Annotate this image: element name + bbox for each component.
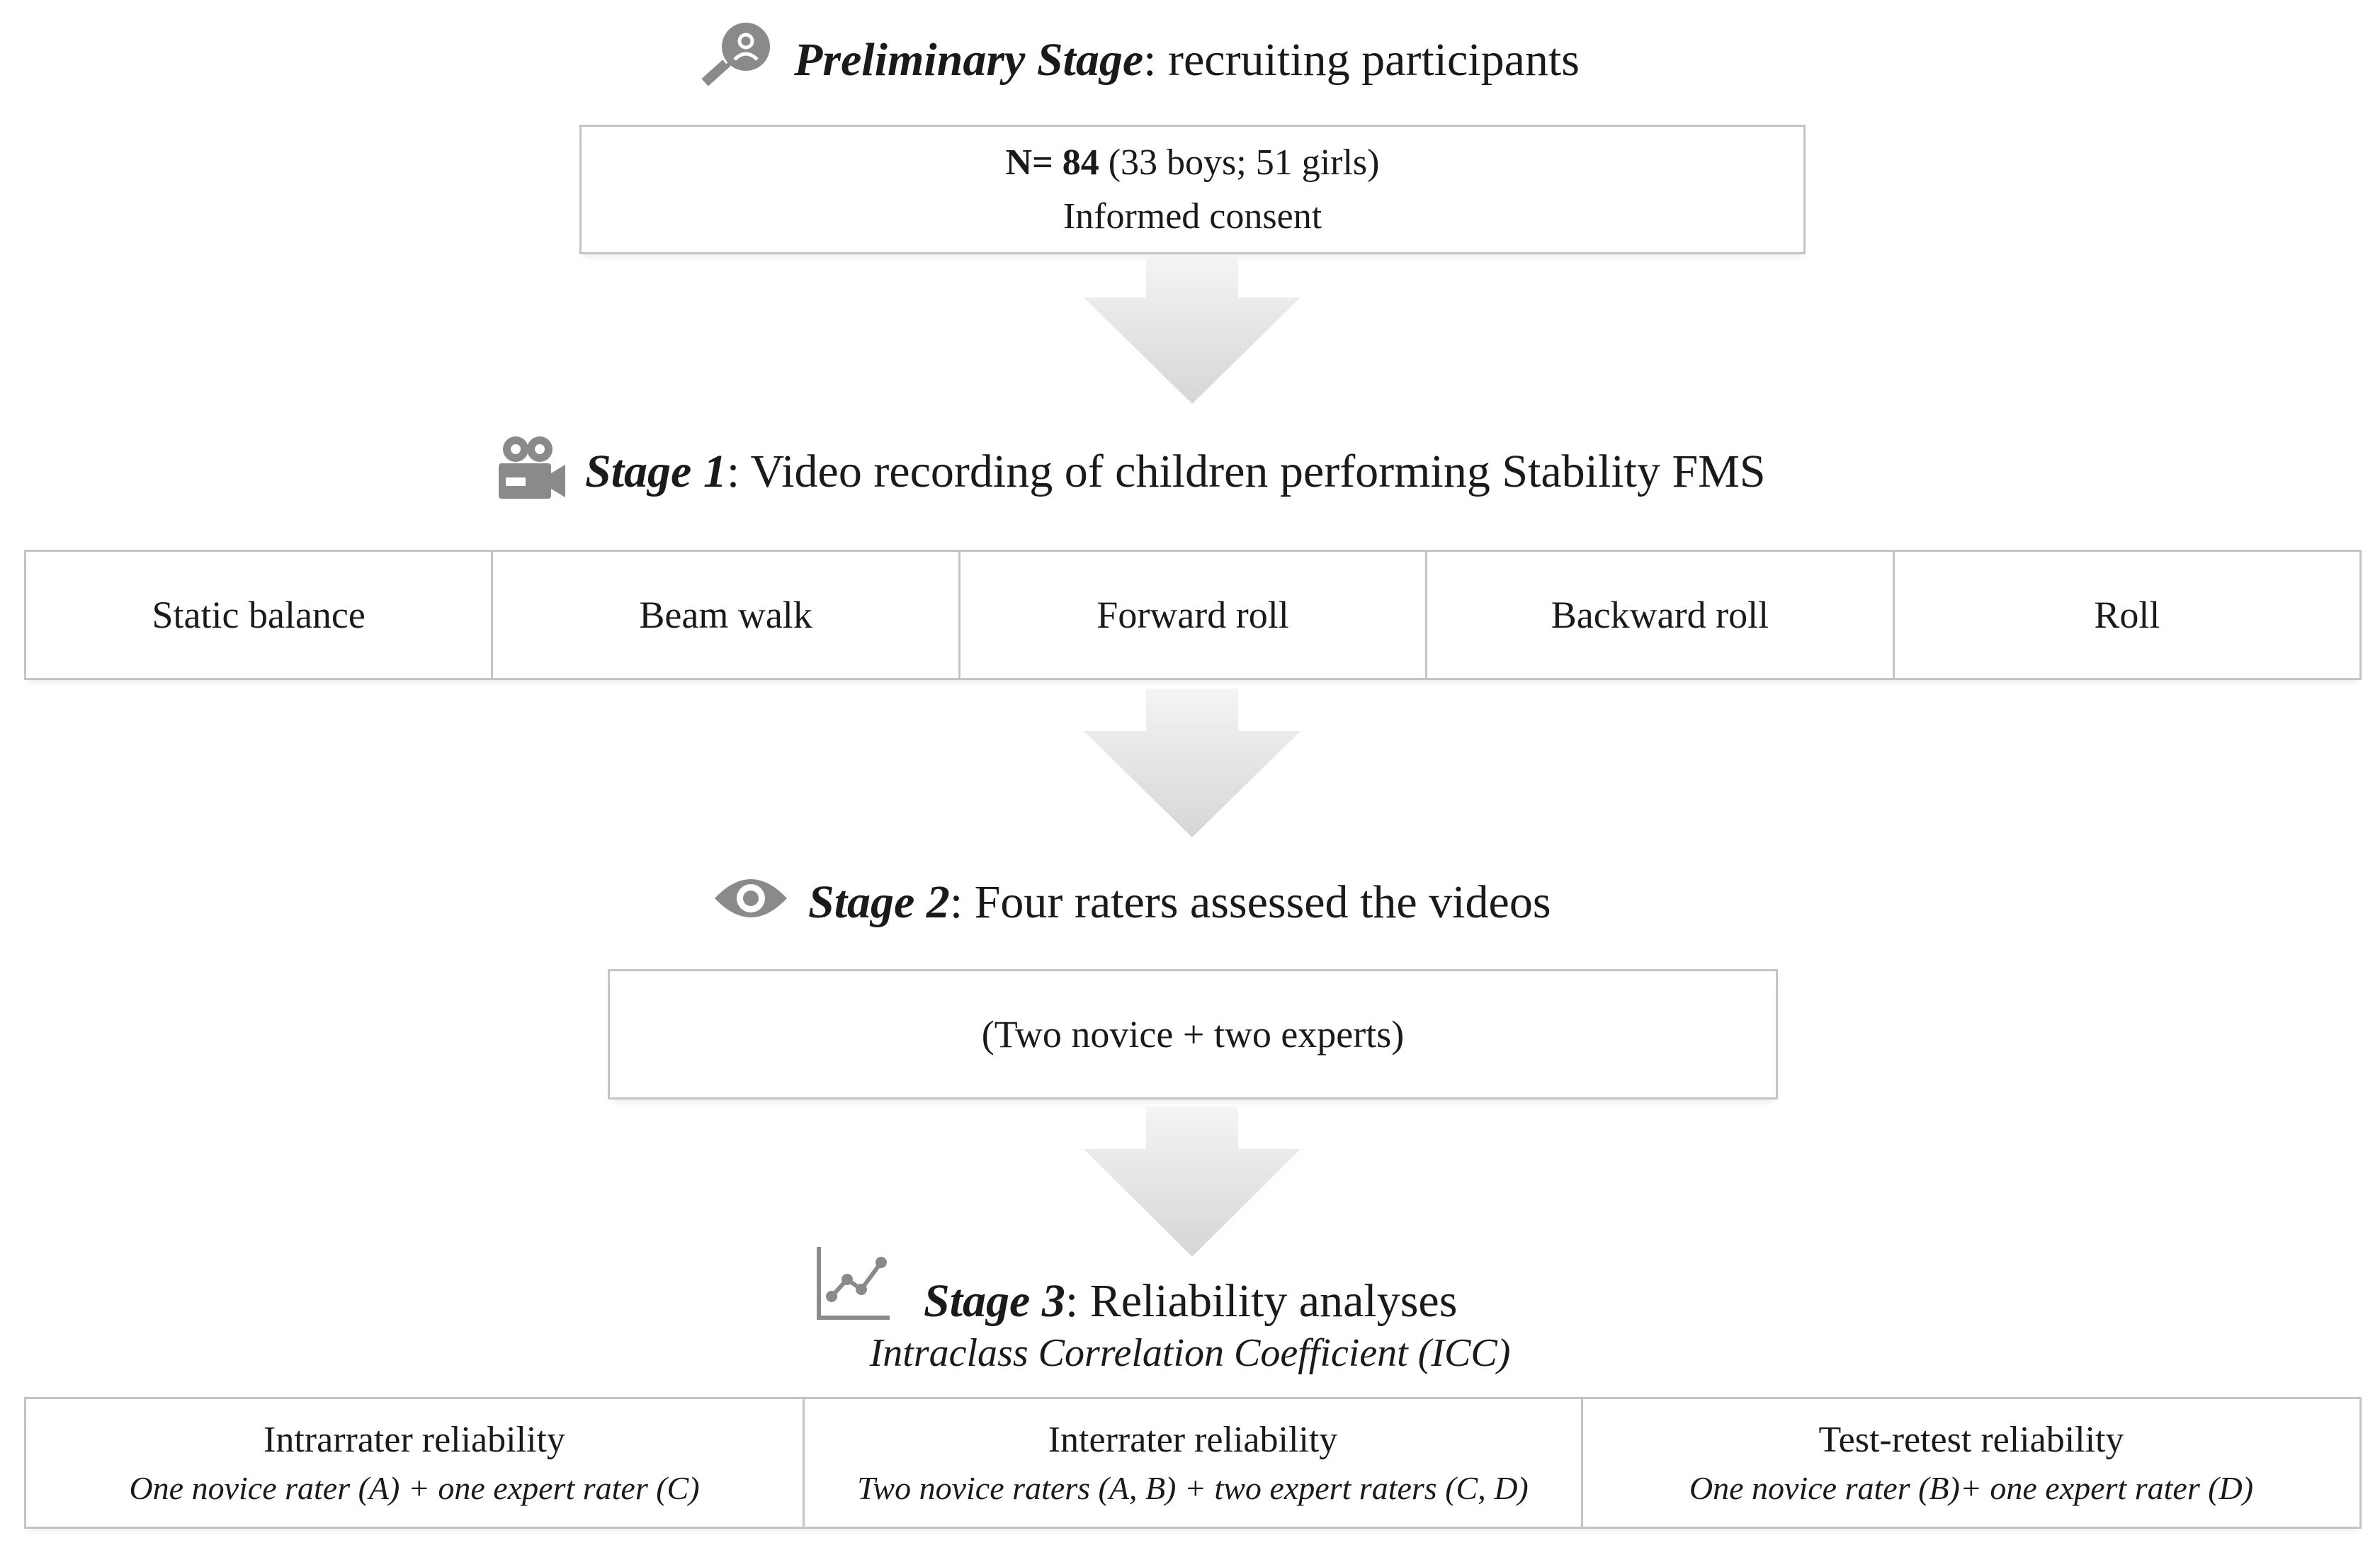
stage3-text: : Reliability analyses	[1065, 1275, 1458, 1327]
line-chart-icon	[815, 1244, 892, 1330]
participants-breakdown: (33 boys; 51 girls)	[1099, 142, 1380, 183]
preliminary-stage-title: Preliminary Stage	[794, 33, 1144, 86]
preliminary-stage-heading: Preliminary Stage: recruiting participan…	[698, 18, 1580, 101]
search-person-icon	[698, 18, 776, 101]
flow-arrow-1	[1084, 256, 1300, 404]
preliminary-stage-text: : recruiting participants	[1143, 33, 1580, 86]
stage1-heading: Stage 1: Video recording of children per…	[496, 434, 1766, 509]
stage2-text: : Four raters assessed the videos	[949, 876, 1551, 928]
icc-subtitle: Intraclass Correlation Coefficient (ICC)	[869, 1331, 1511, 1375]
flow-arrow-2	[1084, 689, 1300, 837]
stage3-heading: Stage 3: Reliability analyses	[815, 1244, 1457, 1330]
stage2-title: Stage 2	[808, 876, 950, 928]
analysis-detail: One novice rater (B)+ one expert rater (…	[1689, 1470, 2254, 1506]
analysis-name: Interrater reliability	[1048, 1420, 1338, 1460]
eye-icon	[712, 870, 790, 935]
raters-box: (Two novice + two experts)	[608, 969, 1778, 1099]
analysis-name: Test-retest reliability	[1818, 1420, 2124, 1460]
stage2-heading: Stage 2: Four raters assessed the videos	[712, 870, 1551, 935]
raters-text: (Two novice + two experts)	[981, 1013, 1405, 1056]
video-camera-icon	[496, 434, 567, 509]
skill-label: Beam walk	[639, 594, 812, 636]
flow-arrow-3	[1084, 1107, 1300, 1257]
informed-consent-text: Informed consent	[1062, 196, 1322, 237]
stage3-title: Stage 3	[924, 1275, 1065, 1327]
skill-cell: Roll	[1892, 552, 2359, 678]
analysis-cell: Test-retest reliability One novice rater…	[1581, 1399, 2359, 1527]
participants-count: N= 84	[1005, 142, 1099, 183]
skill-label: Backward roll	[1551, 594, 1769, 636]
skill-cell: Beam walk	[491, 552, 958, 678]
analysis-detail: One novice rater (A) + one expert rater …	[129, 1470, 700, 1506]
analysis-cell: Intrarrater reliability One novice rater…	[26, 1399, 803, 1527]
stability-skills-row: Static balance Beam walk Forward roll Ba…	[24, 550, 2362, 680]
skill-cell: Backward roll	[1425, 552, 1892, 678]
reliability-analyses-row: Intrarrater reliability One novice rater…	[24, 1397, 2362, 1529]
skill-label: Roll	[2094, 594, 2160, 636]
analysis-name: Intrarrater reliability	[264, 1420, 565, 1460]
skill-cell: Static balance	[26, 552, 491, 678]
participants-count-line: N= 84 (33 boys; 51 girls)	[1006, 136, 1380, 189]
stage1-text: : Video recording of children performing…	[726, 445, 1766, 497]
analysis-cell: Interrater reliability Two novice raters…	[803, 1399, 1581, 1527]
analysis-detail: Two novice raters (A, B) + two expert ra…	[857, 1470, 1529, 1506]
skill-label: Static balance	[152, 594, 366, 636]
skill-label: Forward roll	[1096, 594, 1289, 636]
skill-cell: Forward roll	[958, 552, 1425, 678]
stage1-title: Stage 1	[585, 445, 727, 497]
participants-box: N= 84 (33 boys; 51 girls) Informed conse…	[579, 125, 1806, 254]
